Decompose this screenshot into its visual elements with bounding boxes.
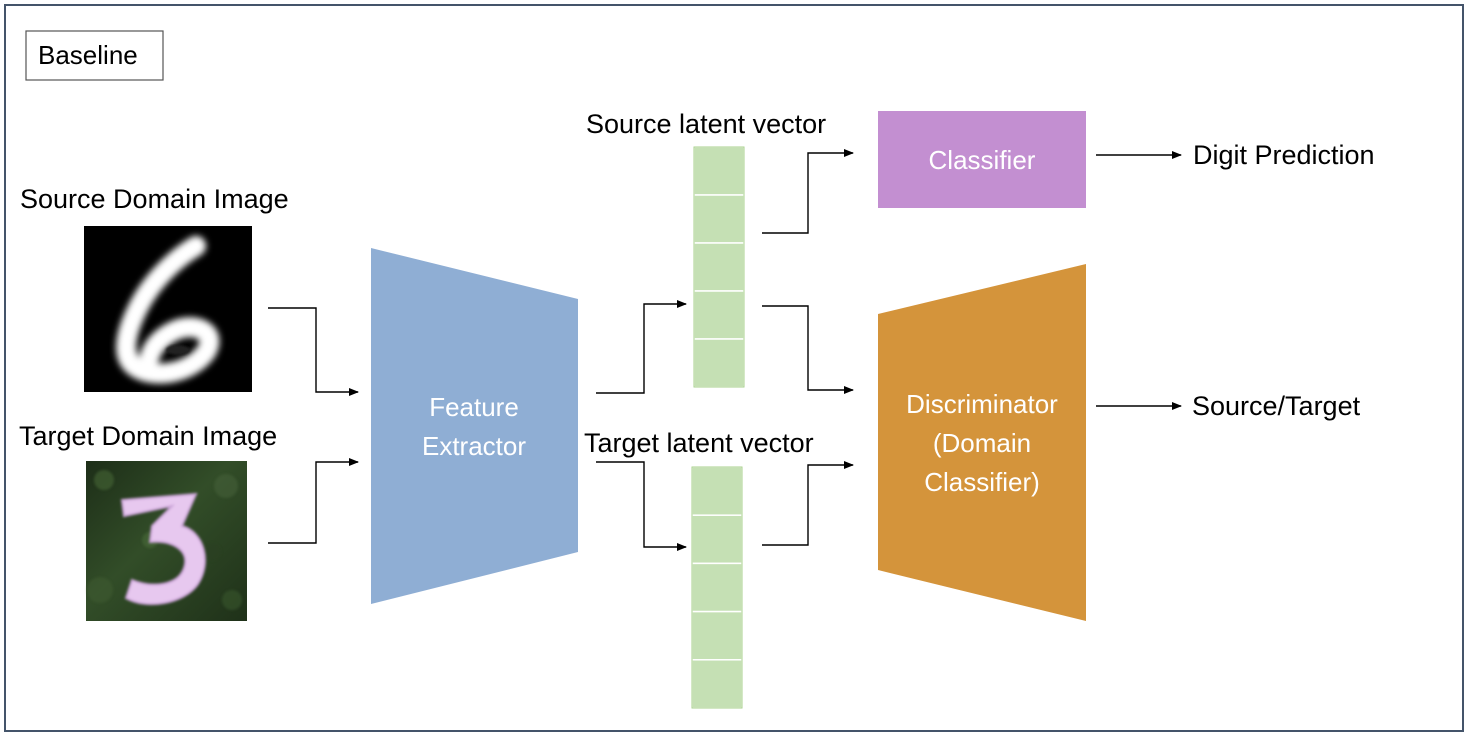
discriminator-target-arrow bbox=[762, 461, 854, 546]
feature-extractor-label-line2: Extractor bbox=[422, 431, 526, 461]
target-latent-outline bbox=[691, 466, 743, 709]
discriminator-label-line1: Discriminator bbox=[906, 389, 1058, 419]
discriminator-block: Discriminator (Domain Classifier) bbox=[878, 264, 1086, 621]
target-latent-cell bbox=[691, 514, 743, 565]
discriminator-source-arrow bbox=[762, 305, 854, 394]
source-domain-image-label: Source Domain Image bbox=[20, 184, 289, 214]
source-latent-cell bbox=[693, 242, 745, 292]
baseline-label-box: Baseline bbox=[25, 30, 164, 81]
source-target-label: Source/Target bbox=[1192, 391, 1361, 421]
classifier-label: Classifier bbox=[929, 145, 1036, 175]
target-latent-in-arrow bbox=[596, 461, 687, 551]
source-latent-cell bbox=[693, 194, 745, 244]
source-latent-vector-label: Source latent vector bbox=[586, 109, 826, 139]
target-latent-cell bbox=[691, 659, 743, 709]
source-latent-cell bbox=[693, 290, 745, 340]
source-image-arrow bbox=[268, 307, 359, 396]
classifier-block: Classifier bbox=[878, 111, 1086, 208]
target-domain-image-label: Target Domain Image bbox=[19, 421, 277, 451]
source-latent-vector bbox=[693, 146, 745, 388]
source-latent-outline bbox=[693, 146, 745, 388]
target-latent-vector-label: Target latent vector bbox=[584, 428, 814, 458]
source-latent-cell bbox=[693, 338, 745, 388]
baseline-label: Baseline bbox=[38, 40, 138, 70]
feature-extractor-block: Feature Extractor bbox=[371, 248, 578, 604]
digit-prediction-label: Digit Prediction bbox=[1193, 140, 1375, 170]
target-latent-cell bbox=[691, 562, 743, 613]
source-domain-image bbox=[84, 226, 252, 392]
source-latent-cell bbox=[693, 146, 745, 196]
discriminator-label-line3: Classifier) bbox=[924, 467, 1040, 497]
target-latent-cell bbox=[691, 610, 743, 661]
target-image-arrow bbox=[268, 458, 359, 544]
diagram-frame bbox=[4, 4, 1464, 732]
source-latent-in-arrow bbox=[596, 300, 687, 394]
target-latent-vector bbox=[691, 466, 743, 709]
discriminator-label-line2: (Domain bbox=[933, 428, 1031, 458]
target-domain-image bbox=[86, 461, 247, 621]
classifier-in-arrow bbox=[762, 149, 854, 234]
feature-extractor-label-line1: Feature bbox=[429, 392, 519, 422]
target-latent-cell bbox=[691, 466, 743, 516]
